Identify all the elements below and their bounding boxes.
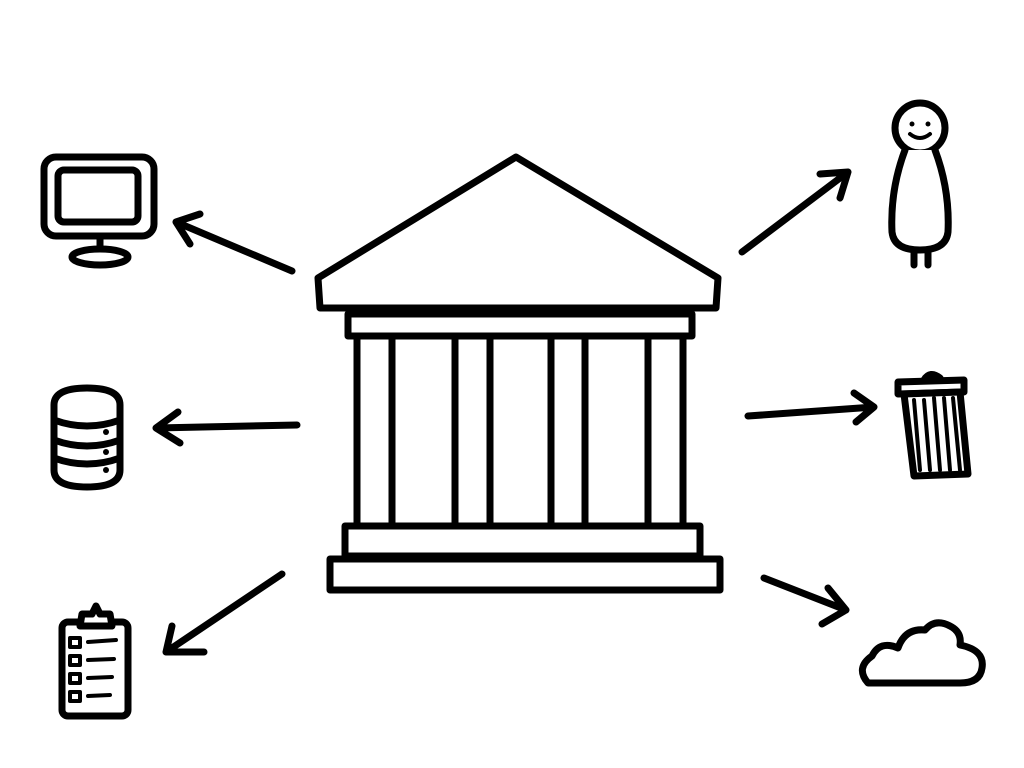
arrow-to-cloud (760, 574, 850, 628)
bank-building-icon (314, 153, 724, 594)
person-icon (888, 99, 952, 269)
arrow-to-database (152, 408, 301, 447)
arrow-to-monitor (172, 210, 296, 275)
monitor-icon (40, 153, 158, 269)
arrow-to-trash-can (744, 389, 878, 426)
cloud-icon (858, 619, 986, 687)
clipboard-checklist-icon (58, 602, 132, 720)
trash-can-icon (894, 371, 972, 480)
database-icon (50, 384, 124, 491)
arrow-to-person (738, 168, 852, 256)
arrow-to-clipboard (162, 570, 286, 656)
